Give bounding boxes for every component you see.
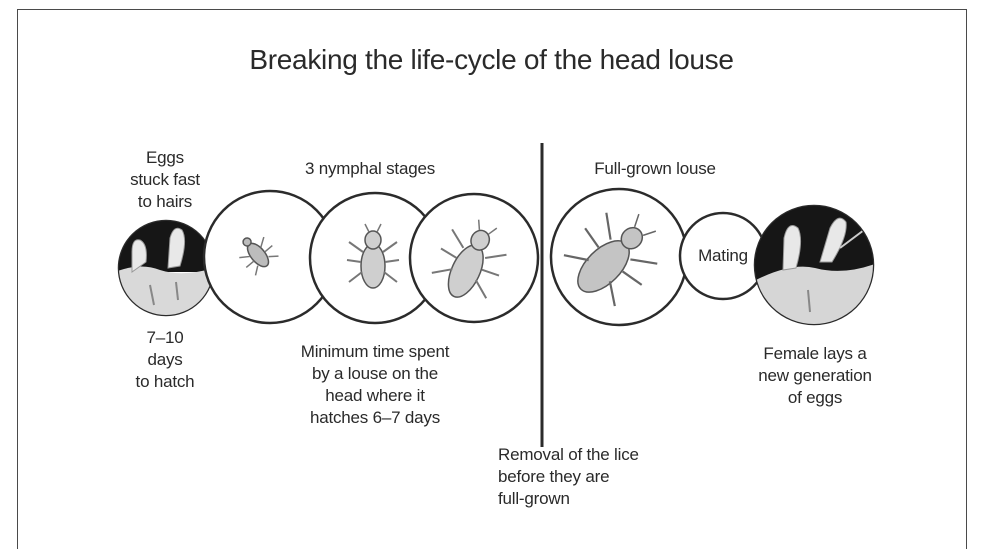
label-line: by a louse on the — [255, 363, 495, 385]
label-line: 7–10 — [110, 327, 220, 349]
label-line: Removal of the lice — [498, 444, 718, 466]
label-line: Minimum time spent — [255, 341, 495, 363]
label-mating: Mating — [683, 245, 763, 267]
label-line: of eggs — [725, 387, 905, 409]
full-grown-louse-circle — [551, 189, 687, 325]
label-female-lays: Female lays a new generation of eggs — [725, 343, 905, 409]
label-line: Female lays a — [725, 343, 905, 365]
label-removal: Removal of the lice before they are full… — [498, 444, 718, 510]
label-minimum-time: Minimum time spent by a louse on the hea… — [255, 341, 495, 429]
egg-on-hair-icon-right — [750, 200, 880, 330]
diagram-title: Breaking the life-cycle of the head lous… — [0, 44, 983, 76]
label-line: Full-grown louse — [555, 158, 755, 180]
label-line: hatches 6–7 days — [255, 407, 495, 429]
nymph-stage-3-circle — [410, 194, 538, 322]
label-eggs: Eggs stuck fast to hairs — [110, 147, 220, 213]
label-nymphal-stages: 3 nymphal stages — [270, 158, 470, 180]
label-line: to hatch — [110, 371, 220, 393]
label-full-grown: Full-grown louse — [555, 158, 755, 180]
label-line: stuck fast — [110, 169, 220, 191]
label-line: full-grown — [498, 488, 718, 510]
label-line: days — [110, 349, 220, 371]
label-line: to hairs — [110, 191, 220, 213]
label-line: new generation — [725, 365, 905, 387]
label-line: before they are — [498, 466, 718, 488]
label-line: Eggs — [110, 147, 220, 169]
label-line: 3 nymphal stages — [270, 158, 470, 180]
label-days-to-hatch: 7–10 days to hatch — [110, 327, 220, 393]
label-line: Mating — [683, 245, 763, 267]
label-line: head where it — [255, 385, 495, 407]
